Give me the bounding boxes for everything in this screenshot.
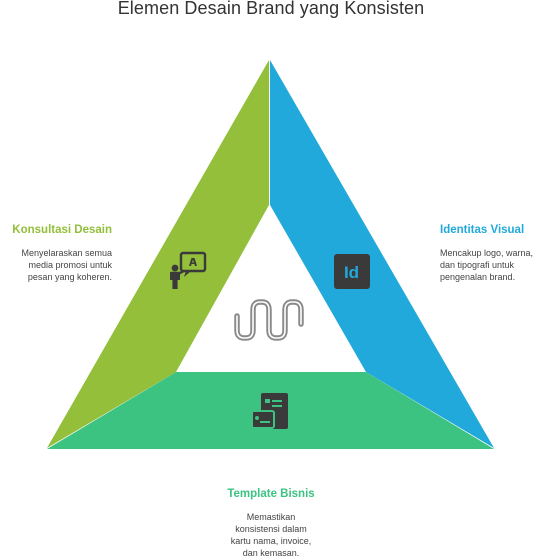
section-heading-konsultasi-desain: Konsultasi Desain bbox=[12, 224, 112, 236]
section-template-bisnis: Template Bisnis Memastikan konsistensi d… bbox=[196, 487, 346, 559]
section-heading-identitas-visual: Identitas Visual bbox=[440, 224, 525, 236]
section-description-konsultasi-desain: Menyelaraskan semua media promosi untuk … bbox=[21, 248, 112, 282]
page-title: Elemen Desain Brand yang Konsisten bbox=[117, 0, 425, 18]
svg-text:Id: Id bbox=[344, 263, 359, 282]
consultation-presenter-icon bbox=[170, 251, 207, 289]
business-card-template-icon bbox=[251, 393, 288, 429]
segment-identitas-visual bbox=[270, 60, 494, 448]
section-heading-template-bisnis: Template Bisnis bbox=[227, 488, 315, 500]
section-identitas-visual: Identitas Visual Mencakup logo, warna, d… bbox=[440, 223, 542, 283]
section-konsultasi-desain: Konsultasi Desain Menyelaraskan semua me… bbox=[0, 223, 112, 283]
segment-konsultasi-desain bbox=[47, 60, 269, 448]
indesign-logo-icon: Id bbox=[334, 254, 370, 289]
section-description-template-bisnis: Memastikan konsistensi dalam kartu nama,… bbox=[230, 512, 312, 558]
section-description-identitas-visual: Mencakup logo, warna, dan tipografi untu… bbox=[440, 248, 534, 282]
brand-waves-logo-icon bbox=[234, 299, 304, 341]
